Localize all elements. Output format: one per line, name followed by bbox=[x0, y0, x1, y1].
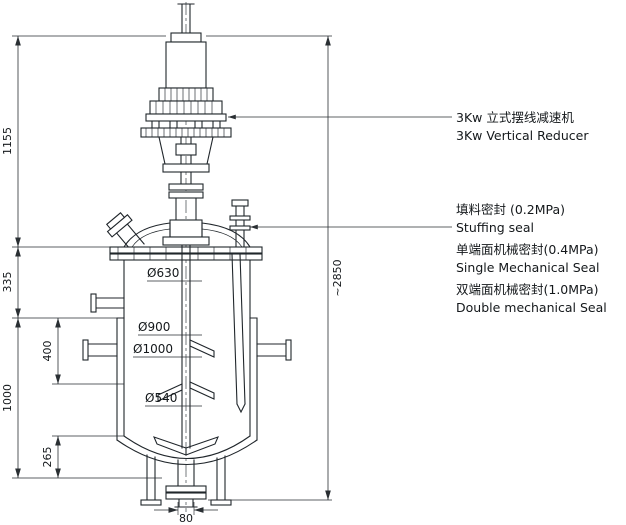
reducer-upper-housing bbox=[158, 87, 214, 102]
motor-cap bbox=[170, 32, 202, 43]
base-plate-hatch bbox=[145, 128, 225, 137]
agitator bbox=[153, 244, 219, 456]
body-flange-upper bbox=[109, 246, 263, 254]
diameter-leader-lines bbox=[133, 280, 202, 407]
body-flange-lower bbox=[109, 253, 263, 261]
dim-80-label: 80 bbox=[179, 512, 193, 525]
annotations: 3Kw 立式摆线减速机 3Kw Vertical Reducer 填料密封 (0… bbox=[228, 110, 607, 315]
gland-flange bbox=[162, 236, 210, 246]
agitator-blades bbox=[157, 339, 215, 402]
top-head-dome bbox=[123, 222, 251, 248]
intermediate-shaft bbox=[180, 171, 192, 185]
dimension-lines: 1155 335 1000 400 265 ~2850 80 Ø630 Ø900… bbox=[1, 35, 344, 525]
double-seal-label-en: Double mechanical Seal bbox=[456, 300, 607, 315]
shaft-flange-lower bbox=[168, 191, 204, 199]
double-seal-label-cn: 双端面机械密封(1.0MPa) bbox=[456, 282, 599, 297]
dip-tube bbox=[231, 253, 246, 414]
motor-body bbox=[165, 41, 207, 89]
dim-400-label: 400 bbox=[41, 341, 54, 362]
dim-265-label: 265 bbox=[41, 447, 54, 468]
dia-900-label: Ø900 bbox=[138, 320, 170, 334]
top-head-inner-line bbox=[131, 228, 243, 248]
shell-walls bbox=[123, 259, 251, 437]
reducer-lower-housing bbox=[149, 100, 223, 115]
leg-foot-right bbox=[210, 499, 232, 506]
seal-column bbox=[175, 197, 197, 221]
leg-foot-left bbox=[140, 499, 162, 506]
reducer-label-en: 3Kw Vertical Reducer bbox=[456, 128, 589, 143]
shaft-flange-upper bbox=[168, 183, 204, 191]
shoulder-nozzle-left bbox=[90, 293, 125, 313]
reducer-label-cn: 3Kw 立式摆线减速机 bbox=[456, 110, 574, 125]
dia-1000-label: Ø1000 bbox=[133, 342, 173, 356]
single-seal-label-cn: 单端面机械密封(0.4MPa) bbox=[456, 242, 599, 257]
single-seal-label-en: Single Mechanical Seal bbox=[456, 260, 599, 275]
motor-top-shaft bbox=[177, 3, 195, 34]
side-nozzle-right-flange bbox=[285, 339, 292, 361]
stuffing-box bbox=[169, 219, 203, 238]
support-legs bbox=[140, 454, 232, 506]
reducer-upper-fins bbox=[164, 88, 208, 101]
dim-1155-label: 1155 bbox=[1, 127, 14, 155]
dim-1000-label: 1000 bbox=[1, 384, 14, 412]
extension-lines bbox=[12, 35, 332, 515]
lantern-flange bbox=[162, 163, 210, 173]
flush-pipe-flange-1 bbox=[229, 215, 251, 221]
vessel bbox=[82, 212, 292, 508]
stuffing-seal-label-cn: 填料密封 (0.2MPa) bbox=[456, 202, 565, 217]
outlet-stub bbox=[174, 498, 198, 508]
side-nozzle-left-flange bbox=[82, 339, 89, 361]
coupling bbox=[175, 143, 197, 156]
side-nozzle-right bbox=[256, 339, 292, 361]
lantern-bracket bbox=[158, 136, 214, 165]
shoulder-nozzle-flange bbox=[90, 293, 97, 313]
outlet-flange-upper bbox=[165, 485, 207, 493]
reducer-lower-fins bbox=[155, 101, 213, 114]
drive-assembly bbox=[140, 3, 251, 248]
dim-335-label: 335 bbox=[1, 272, 14, 293]
dim-2850-label: ~2850 bbox=[331, 259, 344, 296]
dia-630-label: Ø630 bbox=[147, 266, 179, 280]
flush-pipe-cap bbox=[231, 199, 249, 207]
angled-nozzle-cap bbox=[105, 212, 126, 230]
dia-540-label: Ø540 bbox=[145, 391, 177, 405]
reducer-mount-plate bbox=[145, 113, 227, 122]
jacket-walls bbox=[116, 317, 258, 441]
flush-pipe-flange-2 bbox=[229, 225, 251, 231]
bottom-head-inner bbox=[123, 435, 251, 459]
stuffing-seal-label-en: Stuffing seal bbox=[456, 220, 534, 235]
base-plate bbox=[140, 127, 232, 138]
side-nozzle-left bbox=[82, 339, 118, 361]
anchor-impeller bbox=[153, 436, 219, 456]
angled-top-nozzle bbox=[105, 212, 145, 254]
bottom-outlet bbox=[165, 459, 207, 508]
bottom-head-jacket bbox=[116, 439, 258, 465]
outlet-flange-lower bbox=[165, 492, 207, 500]
seal-flush-pipe bbox=[229, 199, 251, 248]
